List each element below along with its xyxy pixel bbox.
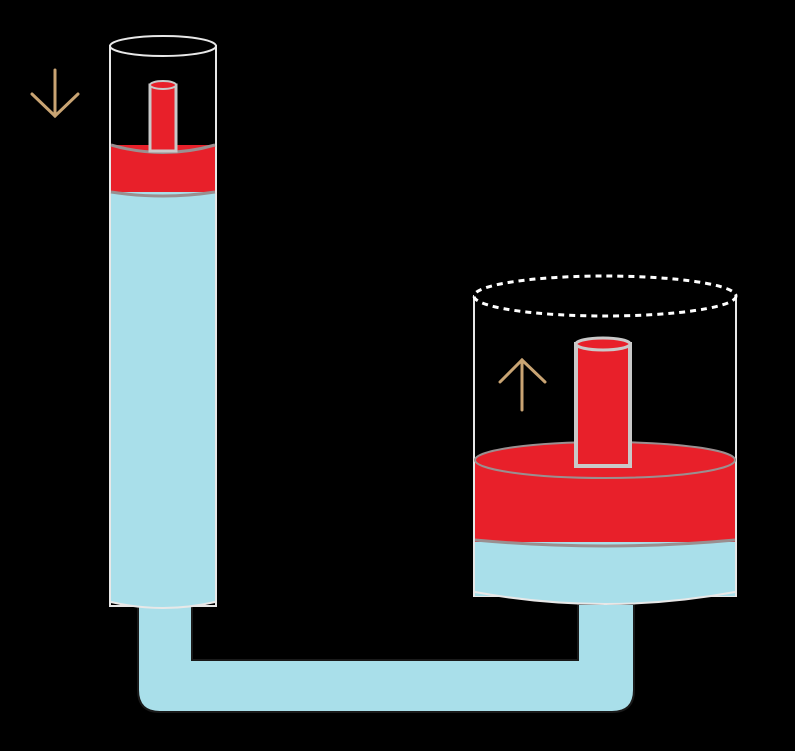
large-cylinder-fluid [475,540,735,596]
small-cylinder [109,35,217,609]
down-arrow-icon [30,68,80,119]
up-arrow-icon [498,357,547,412]
large-cylinder [472,274,738,605]
small-rod-cap [149,80,177,90]
connecting-pipe [137,603,635,713]
large-rod-cap [574,336,632,352]
large-cylinder-top-rim [472,274,738,318]
small-cylinder-fluid [111,190,215,602]
small-cylinder-top-rim [109,35,217,57]
small-piston-rod [148,83,178,153]
large-piston-rod [574,342,632,468]
